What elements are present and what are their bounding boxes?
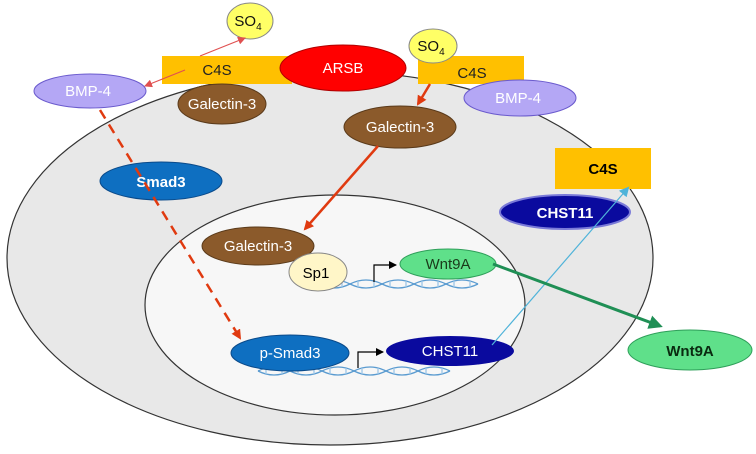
arrow-chst11-to-c4s <box>491 186 630 346</box>
c4s-cytoplasm-label: C4S <box>588 161 617 178</box>
sp1 <box>288 252 348 292</box>
arrow-c4s-to-so4-left <box>199 36 246 57</box>
arrow-bmp4-to-psmad3-dashed <box>98 109 242 340</box>
tss-arrow-wnt9a <box>373 261 397 282</box>
so4-left-label: SO4 <box>234 13 262 33</box>
smad3 <box>99 161 223 201</box>
c4s-cytoplasm-box <box>555 148 651 189</box>
chst11-gene-label: CHST11 <box>422 343 478 360</box>
wnt9a-secreted-label: Wnt9A <box>666 343 714 360</box>
arrow-c4s-to-bmp4-left <box>144 69 186 88</box>
arrow-galectin3-to-nucleus <box>303 145 379 231</box>
so4-left <box>226 2 274 40</box>
bmp4-right <box>463 79 577 117</box>
so4-right-label: SO4 <box>417 38 445 58</box>
galectin3-cytoplasm-label: Galectin-3 <box>366 119 434 136</box>
bmp4-left-label: BMP-4 <box>65 83 111 100</box>
nucleus <box>144 194 526 416</box>
smad3-label: Smad3 <box>136 174 185 191</box>
wnt9a-gene-label: Wnt9A <box>425 256 470 273</box>
arsb-enzyme <box>279 44 407 92</box>
bmp4-right-label: BMP-4 <box>495 90 541 107</box>
galectin3-nucleus-label: Galectin-3 <box>224 238 292 255</box>
chst11-gene <box>386 336 514 366</box>
arrow-c4s-to-galectin3-cyto <box>416 83 432 106</box>
galectin3-cytoplasm <box>343 105 457 149</box>
c4s-right-label: C4S <box>457 65 486 82</box>
so4-right <box>408 28 458 64</box>
arsb-label: ARSB <box>323 60 364 77</box>
chst11-cytoplasm-label: CHST11 <box>537 205 594 222</box>
chst11-cytoplasm <box>499 194 631 230</box>
p-smad3-label: p-Smad3 <box>260 345 321 362</box>
c4s-left-label: C4S <box>202 62 231 79</box>
p-smad3 <box>230 334 350 372</box>
sp1-label: Sp1 <box>303 265 330 282</box>
galectin3-membrane-label: Galectin-3 <box>188 96 256 113</box>
tss-arrow-chst11 <box>357 348 384 368</box>
galectin3-nucleus <box>201 226 315 266</box>
wnt9a-secreted <box>627 329 753 371</box>
bmp4-left <box>33 73 147 109</box>
arrow-wnt9a-secretion <box>492 262 663 329</box>
galectin3-membrane <box>177 83 267 125</box>
